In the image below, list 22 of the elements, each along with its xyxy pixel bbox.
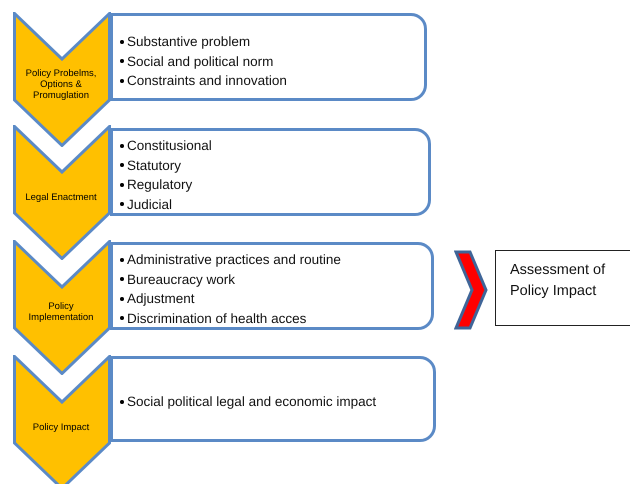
bullet-text: Discrimination of health acces bbox=[127, 310, 306, 326]
bullet-text: Substantive problem bbox=[127, 34, 250, 50]
bullet-text: Social and political norm bbox=[127, 54, 274, 69]
text-box bbox=[495, 250, 630, 326]
bullet-text: Administrative practices and routine bbox=[127, 252, 341, 268]
bullet-text: Adjustment bbox=[127, 291, 195, 306]
bullet-text: Judicial bbox=[127, 196, 172, 212]
bullet-text: Regulatory bbox=[127, 177, 192, 192]
stage-label: Policy Implementation bbox=[28, 301, 94, 323]
stage-label: Policy Probelms, Options & Promuglation bbox=[24, 68, 98, 100]
list-box bbox=[110, 128, 431, 216]
stage-label: Policy Impact bbox=[32, 422, 90, 432]
bullet-text: Bureaucracy work bbox=[127, 272, 236, 287]
list-box bbox=[110, 356, 436, 442]
bullet-text: Constitusional bbox=[127, 138, 212, 154]
list-box bbox=[110, 242, 434, 330]
list-box bbox=[110, 13, 427, 101]
stage-label: Legal Enactment bbox=[24, 192, 98, 202]
bullet-text: Social political legal and economic impact bbox=[127, 394, 376, 410]
bullet-text: Constraints and innovation bbox=[127, 73, 287, 88]
box-text: Assessment of Policy Impact bbox=[510, 261, 606, 301]
bullet-text: Statutory bbox=[127, 158, 182, 173]
